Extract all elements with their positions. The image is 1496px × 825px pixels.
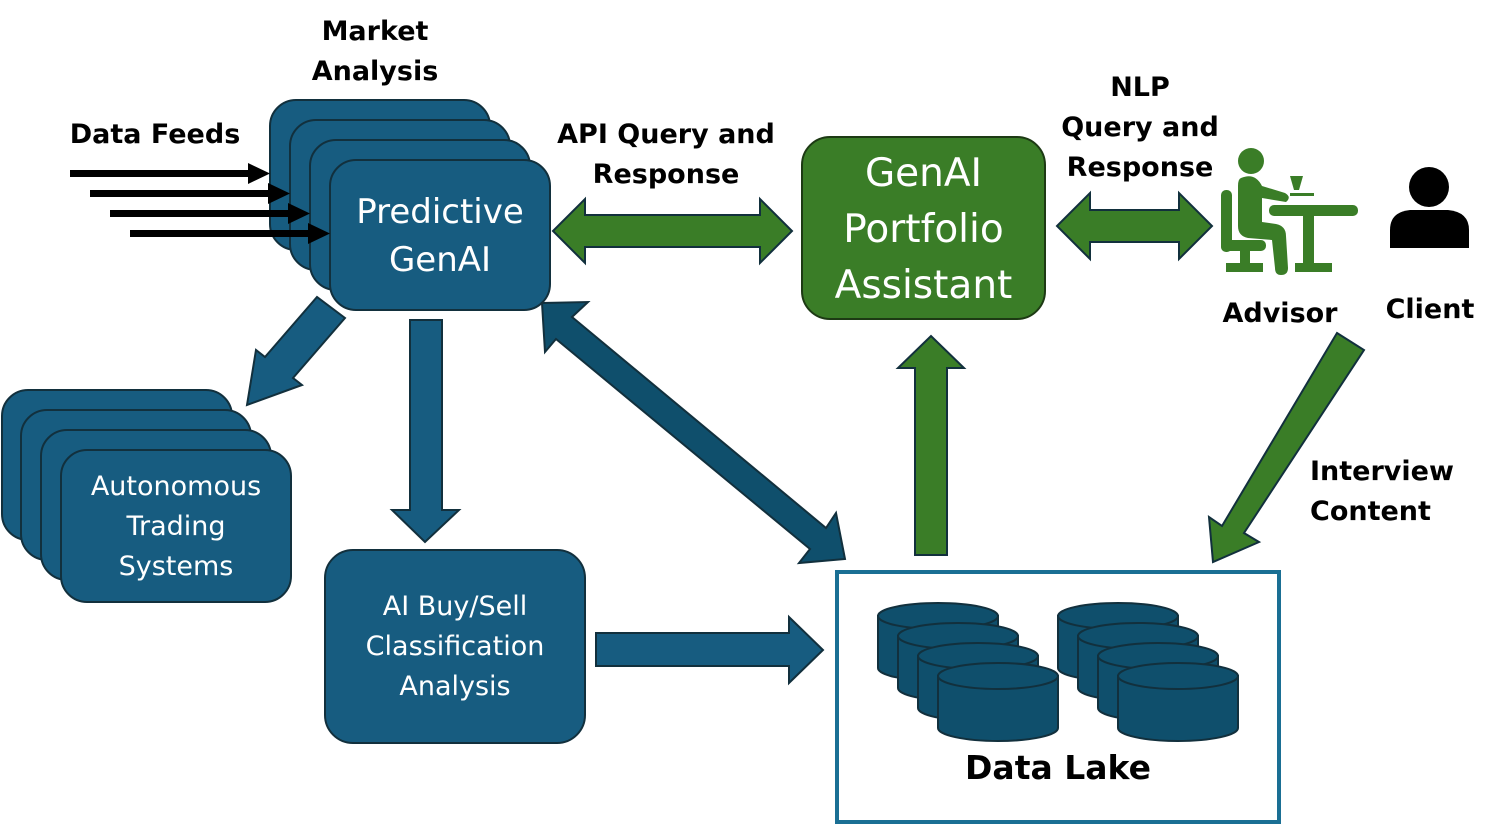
ai-buy-sell-box[interactable] (324, 549, 586, 744)
database-cylinders (877, 602, 1239, 742)
box-line: GenAI (864, 151, 983, 196)
api-query-arrow (551, 196, 794, 266)
genai-portfolio-assistant-text: GenAI Portfolio Assistant (802, 146, 1045, 314)
label-line: API Query and (557, 119, 775, 150)
label-line: Response (592, 159, 740, 190)
predictive-genai-text: Predictive GenAI (330, 188, 550, 284)
ai-buy-sell-text: AI Buy/Sell Classification Analysis (325, 587, 585, 707)
autonomous-trading-text: Autonomous Trading Systems (61, 467, 291, 587)
client-label: Client (1385, 294, 1475, 325)
box-line: Systems (118, 551, 234, 582)
buysell-to-datalake-arrow (595, 614, 825, 686)
box-line: Portfolio (843, 207, 1004, 252)
label-line: Market (321, 16, 429, 47)
datalake-to-assistant-arrow (895, 334, 967, 556)
predictive-to-trading-arrow (245, 295, 347, 407)
api-query-label: API Query and Response (555, 115, 777, 195)
nlp-query-label: NLP Query and Response (1055, 68, 1225, 188)
market-analysis-label: Market Analysis (300, 12, 450, 92)
autonomous-trading-box[interactable] (60, 449, 292, 603)
person-icon (1390, 167, 1469, 248)
label-line: Analysis (311, 56, 439, 87)
advisor-desk-icon (1221, 148, 1358, 275)
database-cylinder (937, 662, 1059, 742)
label-line: Interview (1310, 456, 1454, 487)
predictive-genai-box[interactable] (329, 159, 551, 311)
interview-content-label: Interview Content (1310, 452, 1460, 532)
predictive-genai-stack (269, 99, 551, 311)
box-line: Trading (126, 511, 226, 542)
interview-content-arrow (1207, 331, 1366, 564)
box-line: Assistant (834, 263, 1013, 308)
predictive-to-buysell-arrow (389, 319, 462, 544)
data-feed-arrow (130, 223, 330, 244)
data-feeds-label: Data Feeds (69, 119, 241, 150)
nlp-query-arrow (1055, 190, 1214, 262)
box-line: Classification (365, 631, 545, 662)
box-line: Predictive (356, 192, 524, 232)
box-line: AI Buy/Sell (382, 591, 528, 622)
data-feed-arrows (70, 163, 330, 244)
advisor-label: Advisor (1222, 298, 1338, 329)
predictive-datalake-arrow (540, 300, 847, 565)
label-line: Content (1310, 496, 1431, 527)
label-line: Response (1066, 152, 1214, 183)
box-line: GenAI (388, 240, 492, 280)
label-line: NLP (1110, 72, 1170, 103)
autonomous-trading-stack (1, 389, 292, 603)
database-cylinder (1117, 662, 1239, 742)
data-feed-arrow (70, 163, 270, 184)
data-feed-arrow (90, 183, 290, 204)
box-line: Autonomous (90, 471, 262, 502)
genai-portfolio-assistant-box[interactable] (801, 136, 1046, 320)
box-line: Analysis (399, 671, 511, 702)
data-lake-label: Data Lake (965, 748, 1151, 787)
label-line: Query and (1061, 112, 1219, 143)
data-feed-arrow (110, 203, 310, 224)
